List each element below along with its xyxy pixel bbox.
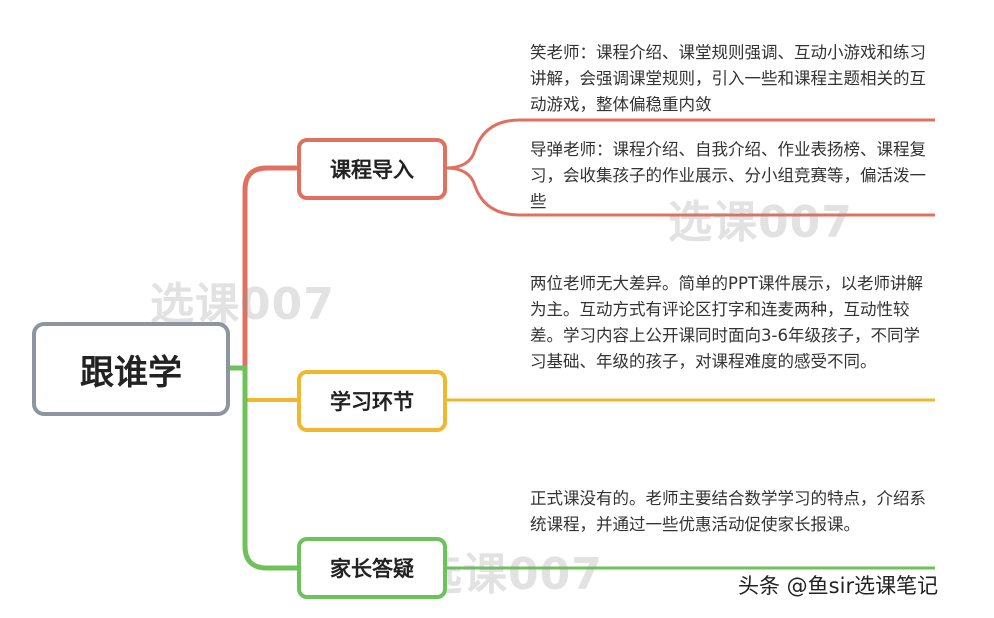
branch-node-course-intro[interactable]: 课程导入 — [297, 138, 447, 200]
note-teacher-daodan: 导弹老师：课程介绍、自我介绍、作业表扬榜、课程复习，会收集孩子的作业展示、分小组… — [530, 140, 926, 211]
note-parent-qa: 正式课没有的。老师主要结合数学学习的特点，介绍系统课程，并通过一些优惠活动促使家… — [530, 489, 926, 534]
connector-root-to-qa — [230, 365, 297, 571]
watermark: 选课007 — [418, 549, 603, 600]
root-node[interactable]: 跟谁学 — [32, 322, 230, 416]
connector-root-to-learning — [243, 368, 297, 402]
connector-note-1 — [445, 118, 935, 170]
note-teacher-xiao: 笑老师：课程介绍、课堂规则强调、互动小游戏和练习讲解，会强调课堂规则，引入一些和… — [530, 43, 926, 114]
source-credit: 头条 @鱼sir选课笔记 — [738, 574, 939, 598]
watermark: 选课007 — [150, 279, 335, 330]
note-learning: 两位老师无大差异。简单的PPT课件展示，以老师讲解为主。互动方式有评论区打字和连… — [530, 274, 923, 371]
connector-note-2 — [445, 166, 935, 217]
branch-node-parent-qa[interactable]: 家长答疑 — [297, 537, 447, 599]
connector-root-to-course-intro — [230, 165, 297, 371]
branch-node-learning[interactable]: 学习环节 — [297, 370, 447, 432]
watermark: 选课007 — [668, 197, 853, 248]
